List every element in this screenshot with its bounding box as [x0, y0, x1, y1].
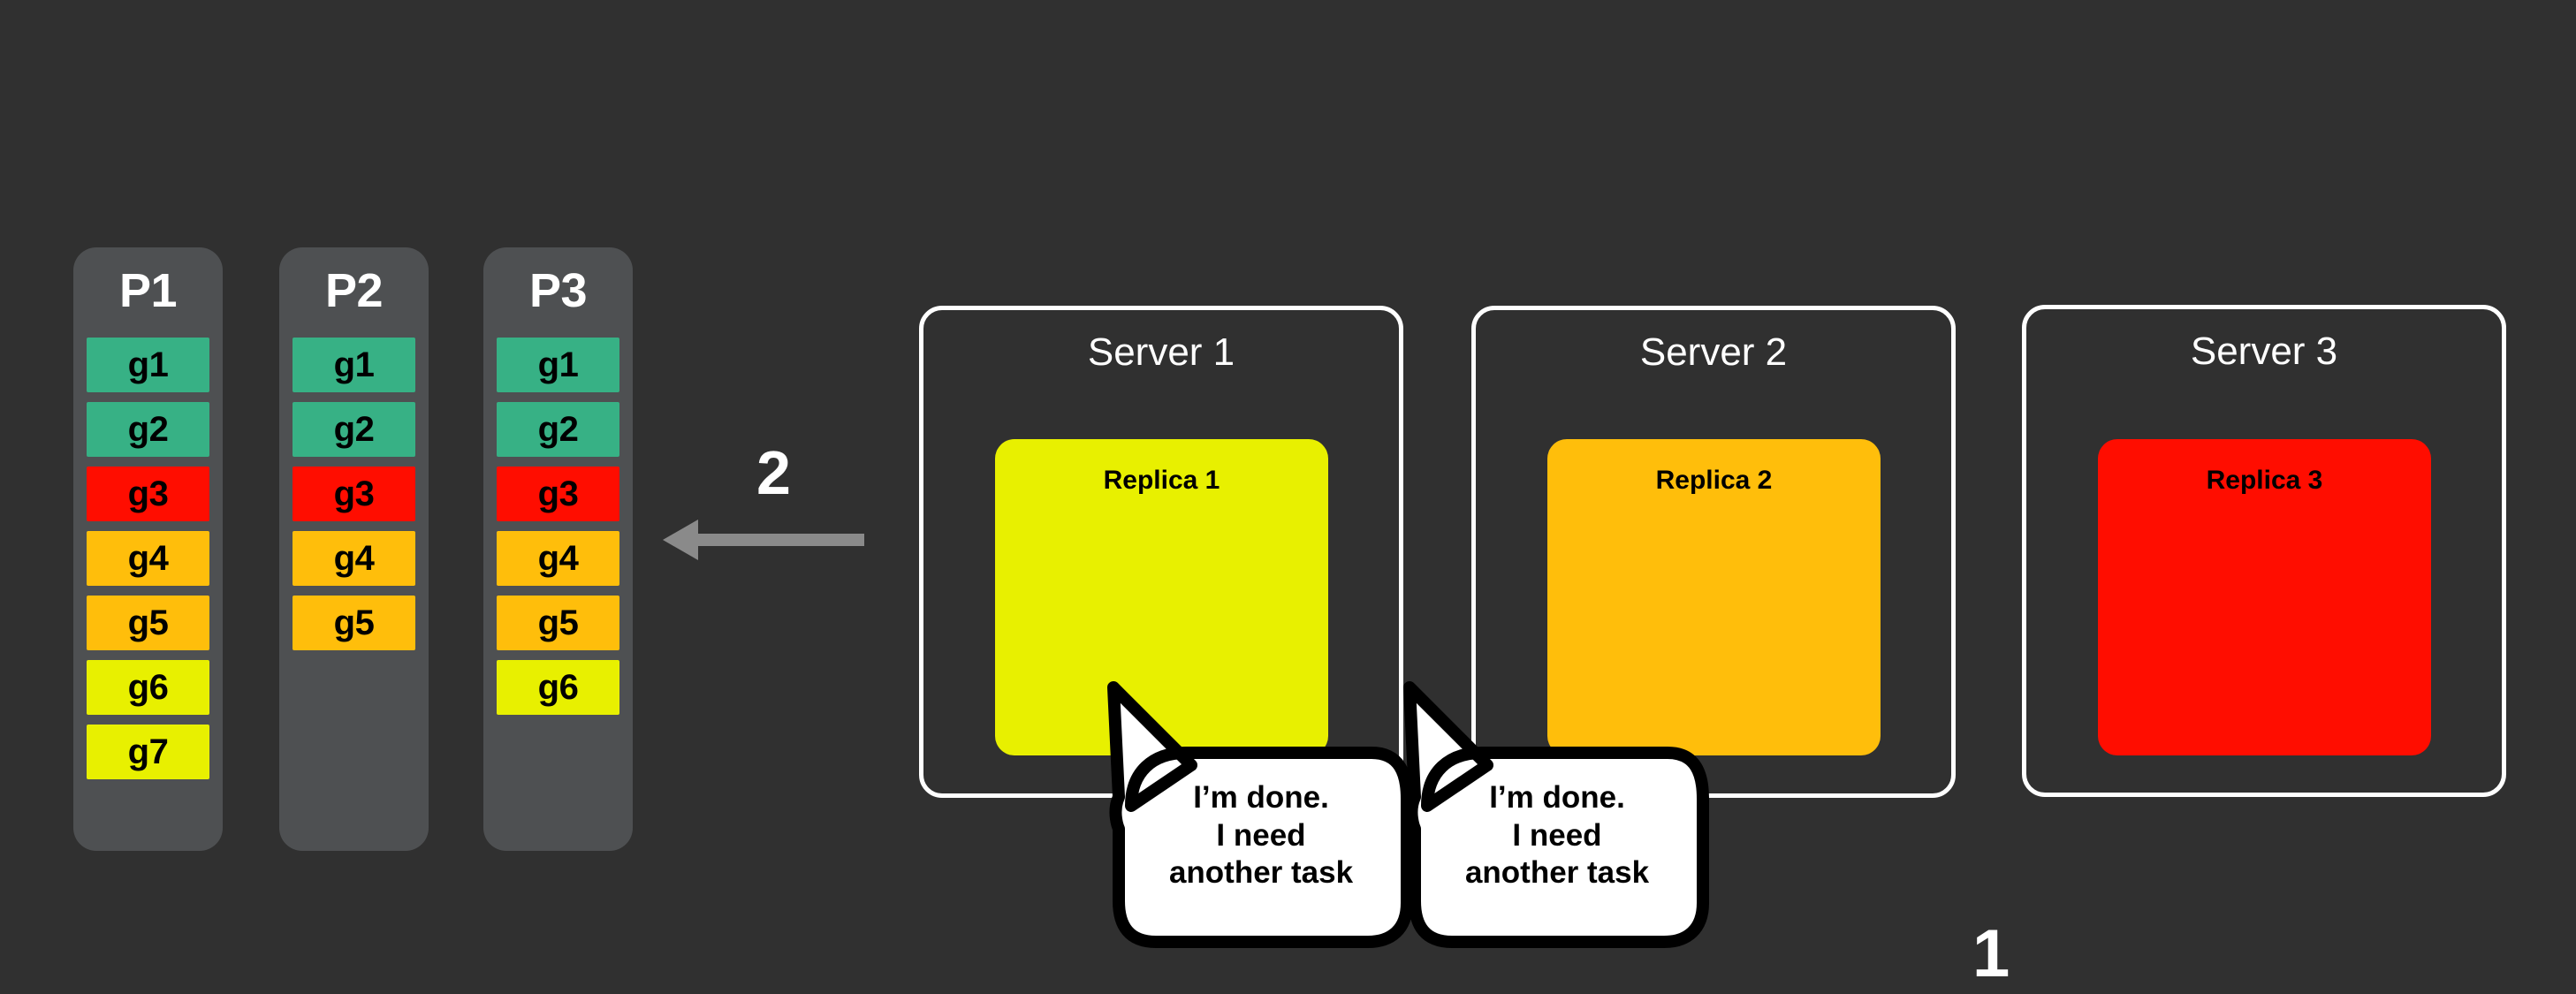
group-block[interactable]: g6 [497, 660, 619, 715]
group-block[interactable]: g3 [497, 467, 619, 521]
group-list-p1: g1 g2 g3 g4 g5 g6 g7 [87, 338, 209, 789]
group-label: g6 [127, 668, 169, 707]
server-title-2: Server 2 [1639, 330, 1788, 374]
group-label: g5 [333, 603, 375, 642]
partition-title-p3: P3 [528, 264, 588, 317]
group-list-p3: g1 g2 g3 g4 g5 g6 [497, 338, 619, 725]
speech-bubble-shape [1403, 681, 1709, 948]
speech-bubble-server-2: I’m done. I need another task [1402, 680, 1710, 956]
group-label: g7 [127, 732, 169, 771]
group-block[interactable]: g4 [87, 531, 209, 586]
server-title-3: Server 3 [2190, 330, 2338, 373]
replica-label-1: Replica 1 [1103, 466, 1220, 495]
step-2-arrow-group: 2 [663, 442, 893, 574]
group-label: g2 [127, 410, 169, 449]
group-block[interactable]: g6 [87, 660, 209, 715]
group-block[interactable]: g5 [87, 596, 209, 650]
server-box-3: Server 3 [2022, 305, 2506, 797]
partition-panel-p3: P3 g1 g2 g3 g4 g5 g6 [483, 247, 633, 851]
group-label: g4 [127, 539, 169, 578]
group-label: g5 [537, 603, 579, 642]
group-block[interactable]: g3 [87, 467, 209, 521]
group-label: g5 [127, 603, 169, 642]
replica-label-3: Replica 3 [2206, 466, 2323, 495]
group-block[interactable]: g1 [87, 338, 209, 392]
group-block[interactable]: g2 [87, 402, 209, 457]
replica-label-2: Replica 2 [1655, 466, 1773, 495]
step-label-2: 2 [756, 438, 791, 507]
partition-panel-p1: P1 g1 g2 g3 g4 g5 g6 g7 [73, 247, 223, 851]
replica-box-2[interactable]: Replica 2 [1547, 439, 1881, 755]
step-label-1: 1 [1972, 916, 2010, 991]
server-title-1: Server 1 [1087, 330, 1235, 374]
group-label: g6 [537, 668, 579, 707]
group-block[interactable]: g5 [293, 596, 415, 650]
group-list-p2: g1 g2 g3 g4 g5 [293, 338, 415, 660]
partition-panel-p2: P2 g1 g2 g3 g4 g5 [279, 247, 429, 851]
group-block[interactable]: g1 [497, 338, 619, 392]
group-block[interactable]: g3 [293, 467, 415, 521]
server-box-2: Server 2 [1471, 306, 1956, 798]
replica-box-3[interactable]: Replica 3 [2098, 439, 2431, 755]
group-block[interactable]: g2 [293, 402, 415, 457]
partition-title-p2: P2 [324, 264, 384, 317]
group-label: g1 [333, 345, 375, 384]
left-arrow-icon [663, 520, 864, 560]
group-label: g2 [333, 410, 375, 449]
group-label: g3 [127, 474, 169, 513]
group-block[interactable]: g2 [497, 402, 619, 457]
group-label: g2 [537, 410, 579, 449]
group-label: g3 [537, 474, 579, 513]
group-label: g3 [333, 474, 375, 513]
speech-bubble-shape [1107, 681, 1413, 948]
group-label: g1 [127, 345, 169, 384]
partition-title-p1: P1 [118, 264, 178, 317]
speech-bubble-server-1: I’m done. I need another task [1106, 680, 1414, 956]
group-label: g4 [537, 539, 579, 578]
group-block[interactable]: g5 [497, 596, 619, 650]
group-block[interactable]: g7 [87, 725, 209, 779]
group-block[interactable]: g4 [497, 531, 619, 586]
group-block[interactable]: g4 [293, 531, 415, 586]
group-block[interactable]: g1 [293, 338, 415, 392]
group-label: g4 [333, 539, 375, 578]
replica-box-1[interactable]: Replica 1 [995, 439, 1328, 755]
group-label: g1 [537, 345, 579, 384]
